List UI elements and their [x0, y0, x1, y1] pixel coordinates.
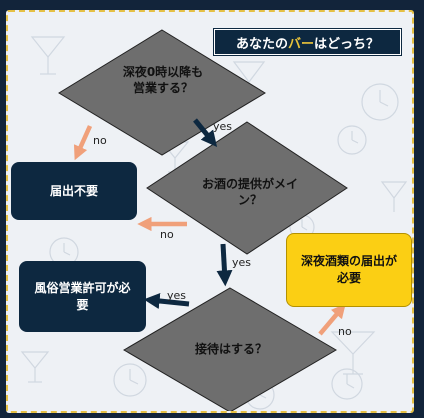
arrow-q2-yes [216, 243, 233, 287]
cocktail-glass-icon [20, 351, 50, 383]
result-entertainment-permit: 風俗営業許可が必要 [19, 261, 146, 332]
decision-text-late-night: 深夜0時以降も営業する？ [122, 65, 204, 95]
edge-label-q1-no: no [93, 134, 107, 147]
result-no-notification: 届出不要 [11, 162, 137, 220]
decision-diamond-entertainment [123, 287, 337, 411]
title-prefix: あなたの [235, 36, 288, 52]
decision-text-alcohol-main: お酒の提供がメイン？ [201, 177, 298, 207]
arrow-q3-yes [143, 293, 190, 309]
title-suffix: はどっち？ [314, 36, 380, 52]
flowchart-title: あなたのバーはどっち？ [213, 28, 402, 56]
edge-label-q1-yes: yes [213, 120, 233, 133]
edge-label-q2-no: no [160, 228, 174, 241]
cocktail-glass-icon [380, 181, 408, 212]
cocktail-glass-icon [330, 331, 376, 375]
clock-icon [337, 125, 367, 155]
arrow-q1-yes [193, 118, 218, 147]
edge-label-q3-no: no [338, 325, 352, 338]
decision-diamond-alcohol-main [146, 121, 348, 255]
result-late-night-alcohol-label: 深夜酒類の届出が必要 [300, 253, 397, 285]
result-late-night-alcohol: 深夜酒類の届出が必要 [286, 233, 412, 307]
clock-icon [361, 83, 399, 121]
arrow-q1-no [73, 125, 93, 161]
decision-text-entertainment: 接待はする？ [194, 342, 267, 356]
flowchart-canvas [20, 29, 408, 411]
clock-icon [113, 363, 147, 397]
result-no-notification-label: 届出不要 [49, 183, 98, 198]
flowchart-panel: あなたのバーはどっち？ 深夜0時以降も営業する？ お酒の提供がメイン？ 接待はす… [6, 10, 414, 413]
edge-label-q2-yes: yes [232, 256, 252, 269]
clock-icon [331, 368, 363, 400]
cocktail-glass-icon [30, 36, 66, 75]
edge-label-q3-yes: yes [167, 289, 187, 302]
title-highlight: バー [287, 36, 314, 52]
arrow-q3-no [318, 303, 346, 336]
decision-diamond-late-night [58, 29, 266, 156]
result-entertainment-permit-label: 風俗営業許可が必要 [34, 281, 131, 312]
